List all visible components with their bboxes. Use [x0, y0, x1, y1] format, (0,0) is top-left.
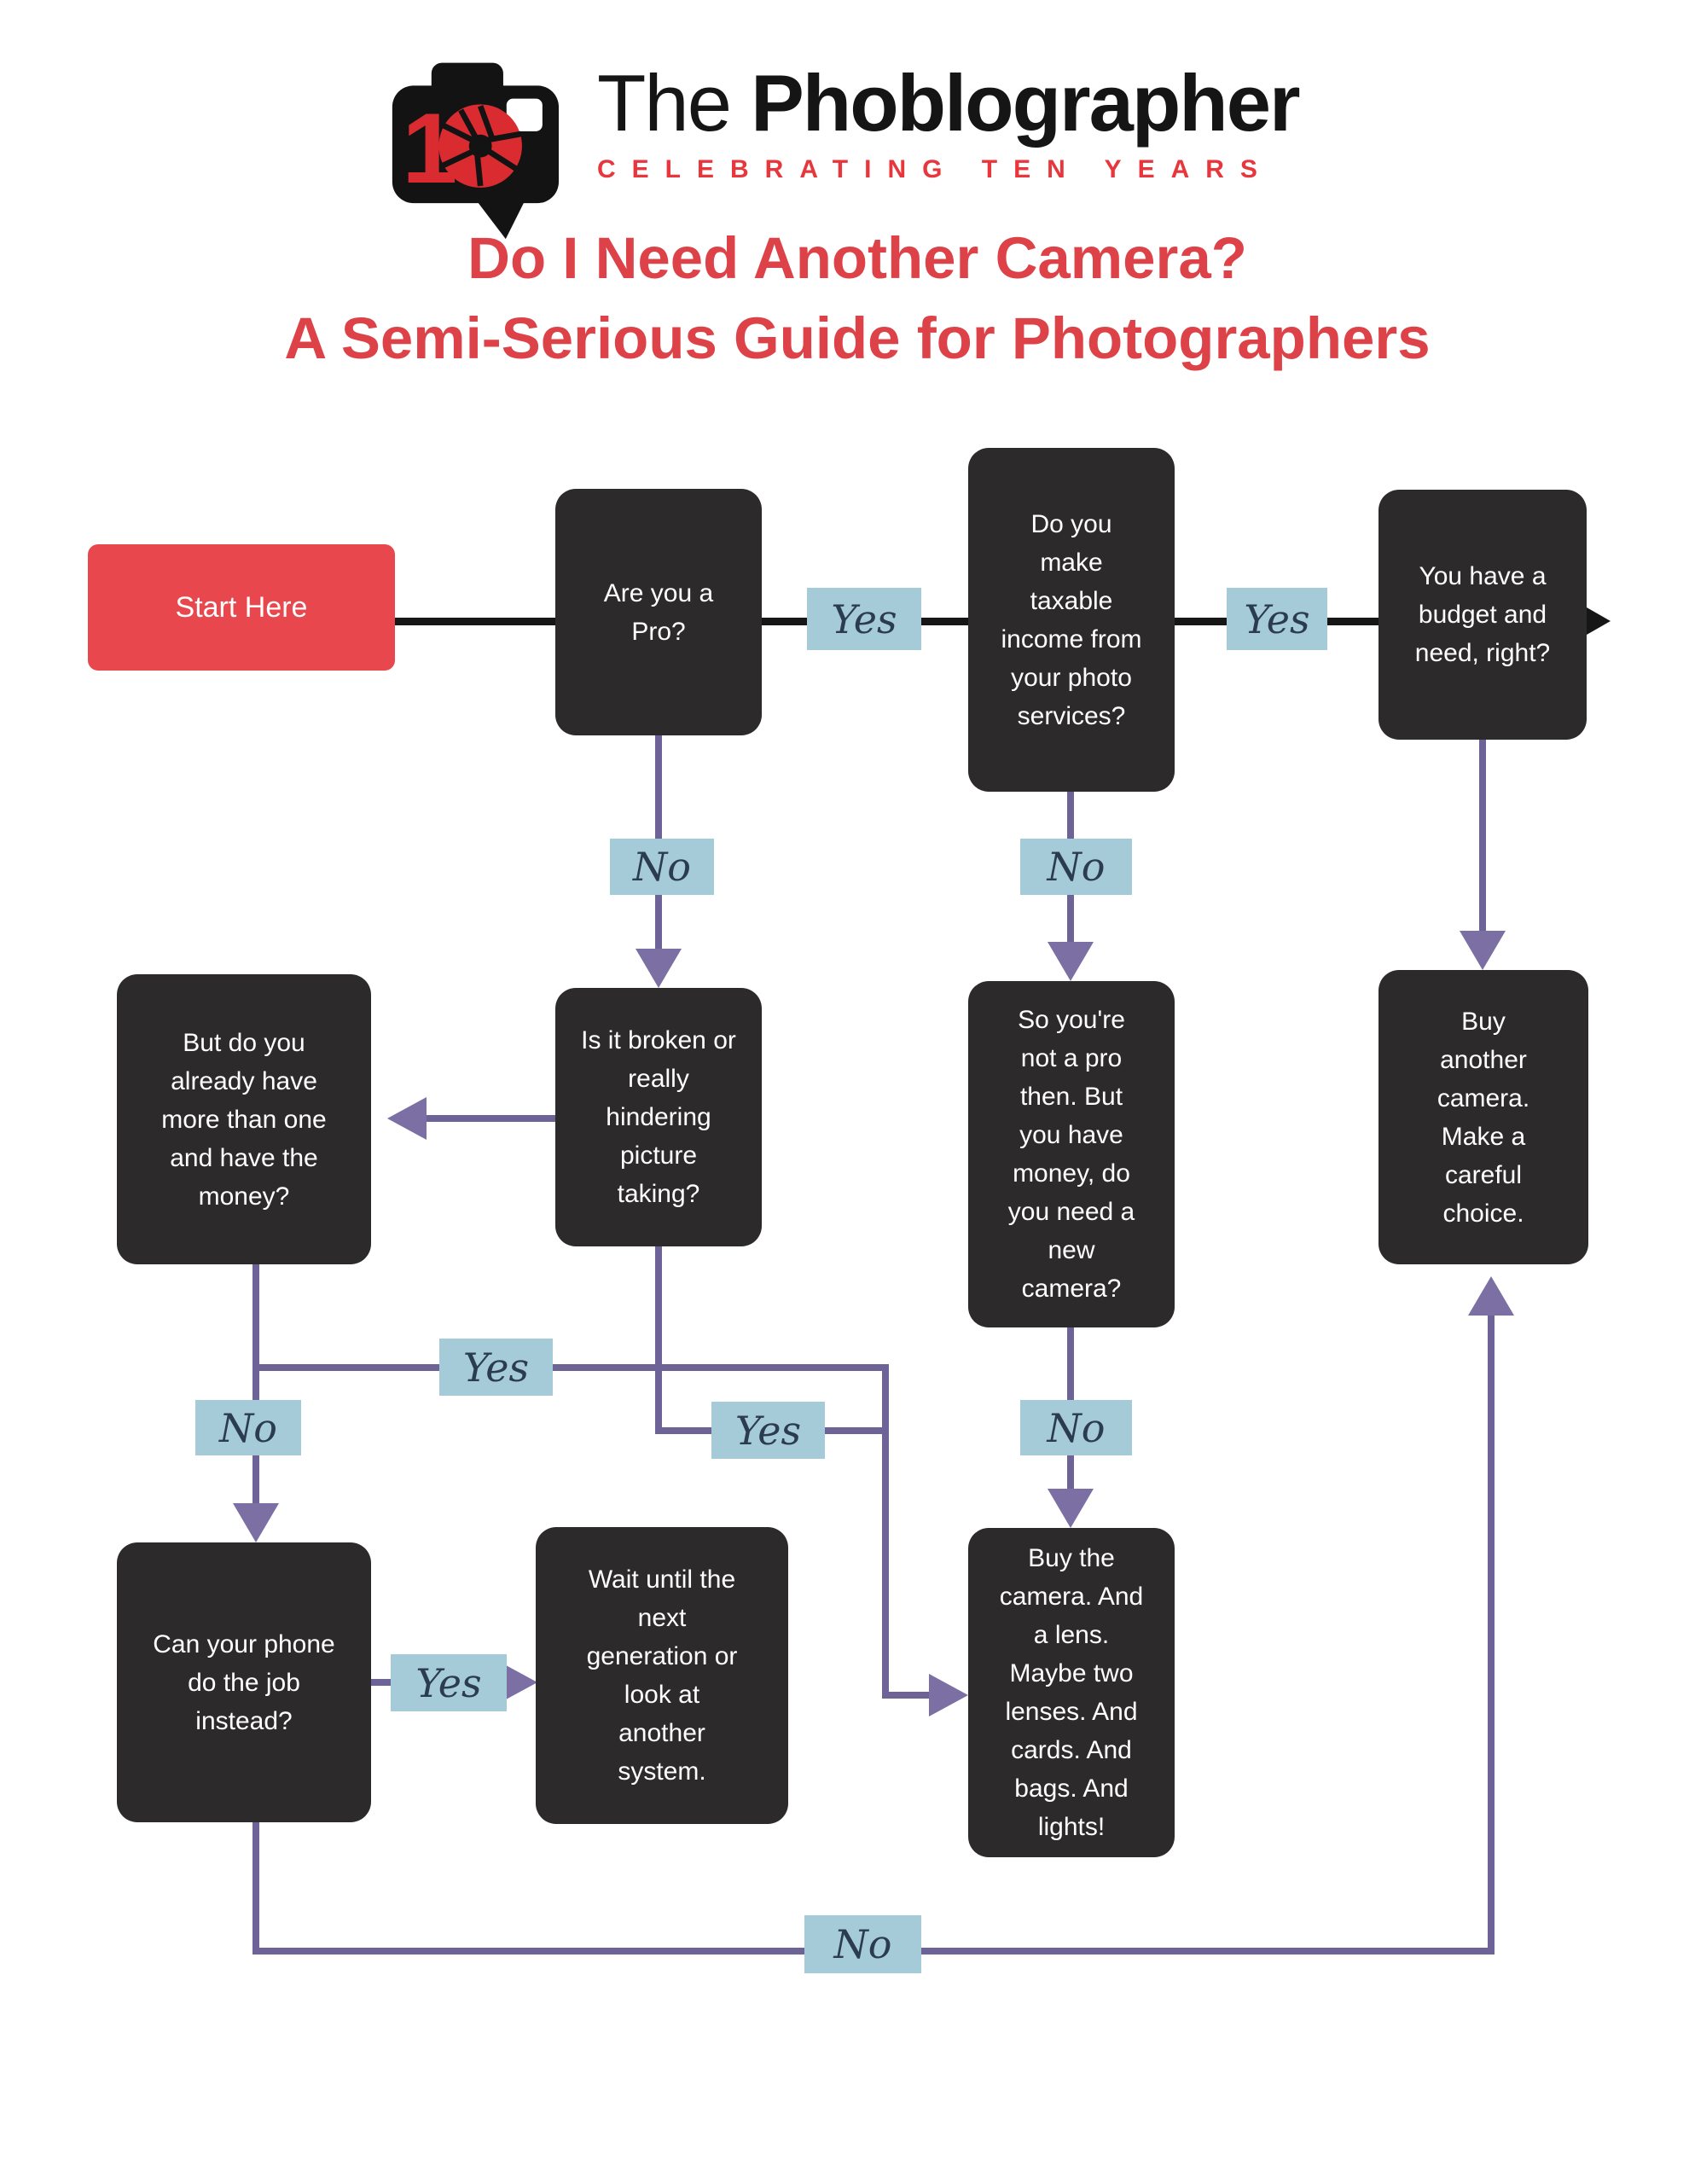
page-title: Do I Need Another Camera? A Semi-Serious… — [0, 218, 1689, 379]
node-are-you-a-pro-label: Are you a Pro? — [603, 578, 714, 646]
node-are-you-a-pro: Are you a Pro? — [555, 489, 762, 735]
node-budget-and-need-label: You have a budget and need, right? — [1414, 562, 1551, 667]
arrow-down-icon — [1460, 931, 1506, 970]
node-is-it-broken-label: Is it broken or really hindering picture… — [581, 1026, 736, 1208]
label-no-not-pro: No — [1020, 1400, 1132, 1455]
brand-tagline: CELEBRATING TEN YEARS — [597, 155, 1274, 183]
arrow-down-icon — [233, 1503, 279, 1542]
label-yes-phone: Yes — [391, 1654, 507, 1711]
node-can-your-phone: Can your phone do the job instead? — [117, 1542, 371, 1822]
connector-budget-to-buycareful — [1479, 740, 1486, 932]
arrow-down-icon — [1048, 1489, 1094, 1528]
page-title-line2: A Semi-Serious Guide for Photographers — [284, 305, 1431, 371]
connector-phone-no-down — [252, 1822, 259, 1955]
label-yes-pro-text: Yes — [831, 595, 897, 642]
label-no-phone-text: No — [833, 1921, 892, 1967]
brand-name: The Phoblographer — [597, 63, 1365, 143]
label-no-already-text: No — [219, 1404, 277, 1451]
connector-broken-down — [655, 1246, 662, 1434]
camera-logo-icon: 1 — [392, 62, 559, 240]
label-yes-broken-text: Yes — [734, 1407, 802, 1454]
node-buy-another-camera: Buy another camera. Make a careful choic… — [1378, 970, 1588, 1264]
node-buy-another-camera-label: Buy another camera. Make a careful choic… — [1437, 1007, 1530, 1228]
node-already-have-more-label: But do you already have more than one an… — [161, 1028, 327, 1211]
node-is-it-broken: Is it broken or really hindering picture… — [555, 988, 762, 1246]
label-yes-taxable-text: Yes — [1244, 595, 1310, 642]
label-yes-already-text: Yes — [462, 1344, 530, 1391]
connector-already-yes-horizontal — [252, 1364, 889, 1371]
label-yes-already: Yes — [439, 1339, 553, 1396]
arrow-up-icon — [1468, 1276, 1514, 1316]
arrow-left-icon — [387, 1097, 427, 1140]
label-yes-taxable: Yes — [1227, 588, 1327, 650]
label-no-pro-text: No — [633, 844, 691, 890]
label-yes-pro: Yes — [807, 588, 921, 650]
label-yes-broken: Yes — [711, 1402, 825, 1459]
label-no-phone: No — [804, 1915, 921, 1973]
connector-phone-yes-dash — [369, 1679, 393, 1686]
arrow-right-icon — [1587, 607, 1611, 635]
label-no-pro: No — [610, 839, 714, 895]
page-title-line1: Do I Need Another Camera? — [467, 225, 1247, 291]
brand-name-phoblographer: Phoblographer — [751, 58, 1300, 148]
arrow-down-icon — [636, 949, 682, 988]
node-taxable-income-label: Do you make taxable income from your pho… — [1001, 509, 1142, 730]
label-yes-phone-text: Yes — [415, 1659, 482, 1706]
node-wait-next-generation: Wait until the next generation or look a… — [536, 1527, 788, 1824]
node-can-your-phone-label: Can your phone do the job instead? — [153, 1629, 335, 1735]
connector-already-down — [252, 1264, 259, 1505]
node-already-have-more: But do you already have more than one an… — [117, 974, 371, 1264]
node-taxable-income: Do you make taxable income from your pho… — [968, 448, 1175, 792]
node-start-here: Start Here — [88, 544, 395, 671]
arrow-right-icon — [929, 1674, 968, 1716]
connector-yes-merge-right — [882, 1692, 932, 1699]
connector-yes-merge-down — [882, 1364, 889, 1699]
node-buy-the-camera: Buy the camera. And a lens. Maybe two le… — [968, 1528, 1175, 1857]
label-no-not-pro-text: No — [1047, 1404, 1106, 1451]
brand-lockup: The Phoblographer CELEBRATING TEN YEARS — [597, 63, 1365, 184]
connector-phone-no-up — [1488, 1314, 1495, 1955]
node-start-here-label: Start Here — [175, 590, 308, 624]
brand-name-the: The — [597, 58, 732, 148]
node-not-a-pro: So you're not a pro then. But you have m… — [968, 981, 1175, 1327]
node-budget-and-need: You have a budget and need, right? — [1378, 490, 1587, 740]
node-wait-next-generation-label: Wait until the next generation or look a… — [586, 1565, 738, 1786]
node-buy-the-camera-label: Buy the camera. And a lens. Maybe two le… — [999, 1544, 1144, 1841]
connector-broken-to-already — [425, 1115, 561, 1122]
label-no-taxable: No — [1020, 839, 1132, 895]
label-no-already: No — [195, 1400, 301, 1455]
node-not-a-pro-label: So you're not a pro then. But you have m… — [1007, 1006, 1135, 1303]
label-no-taxable-text: No — [1047, 844, 1106, 890]
arrow-down-icon — [1048, 942, 1094, 981]
